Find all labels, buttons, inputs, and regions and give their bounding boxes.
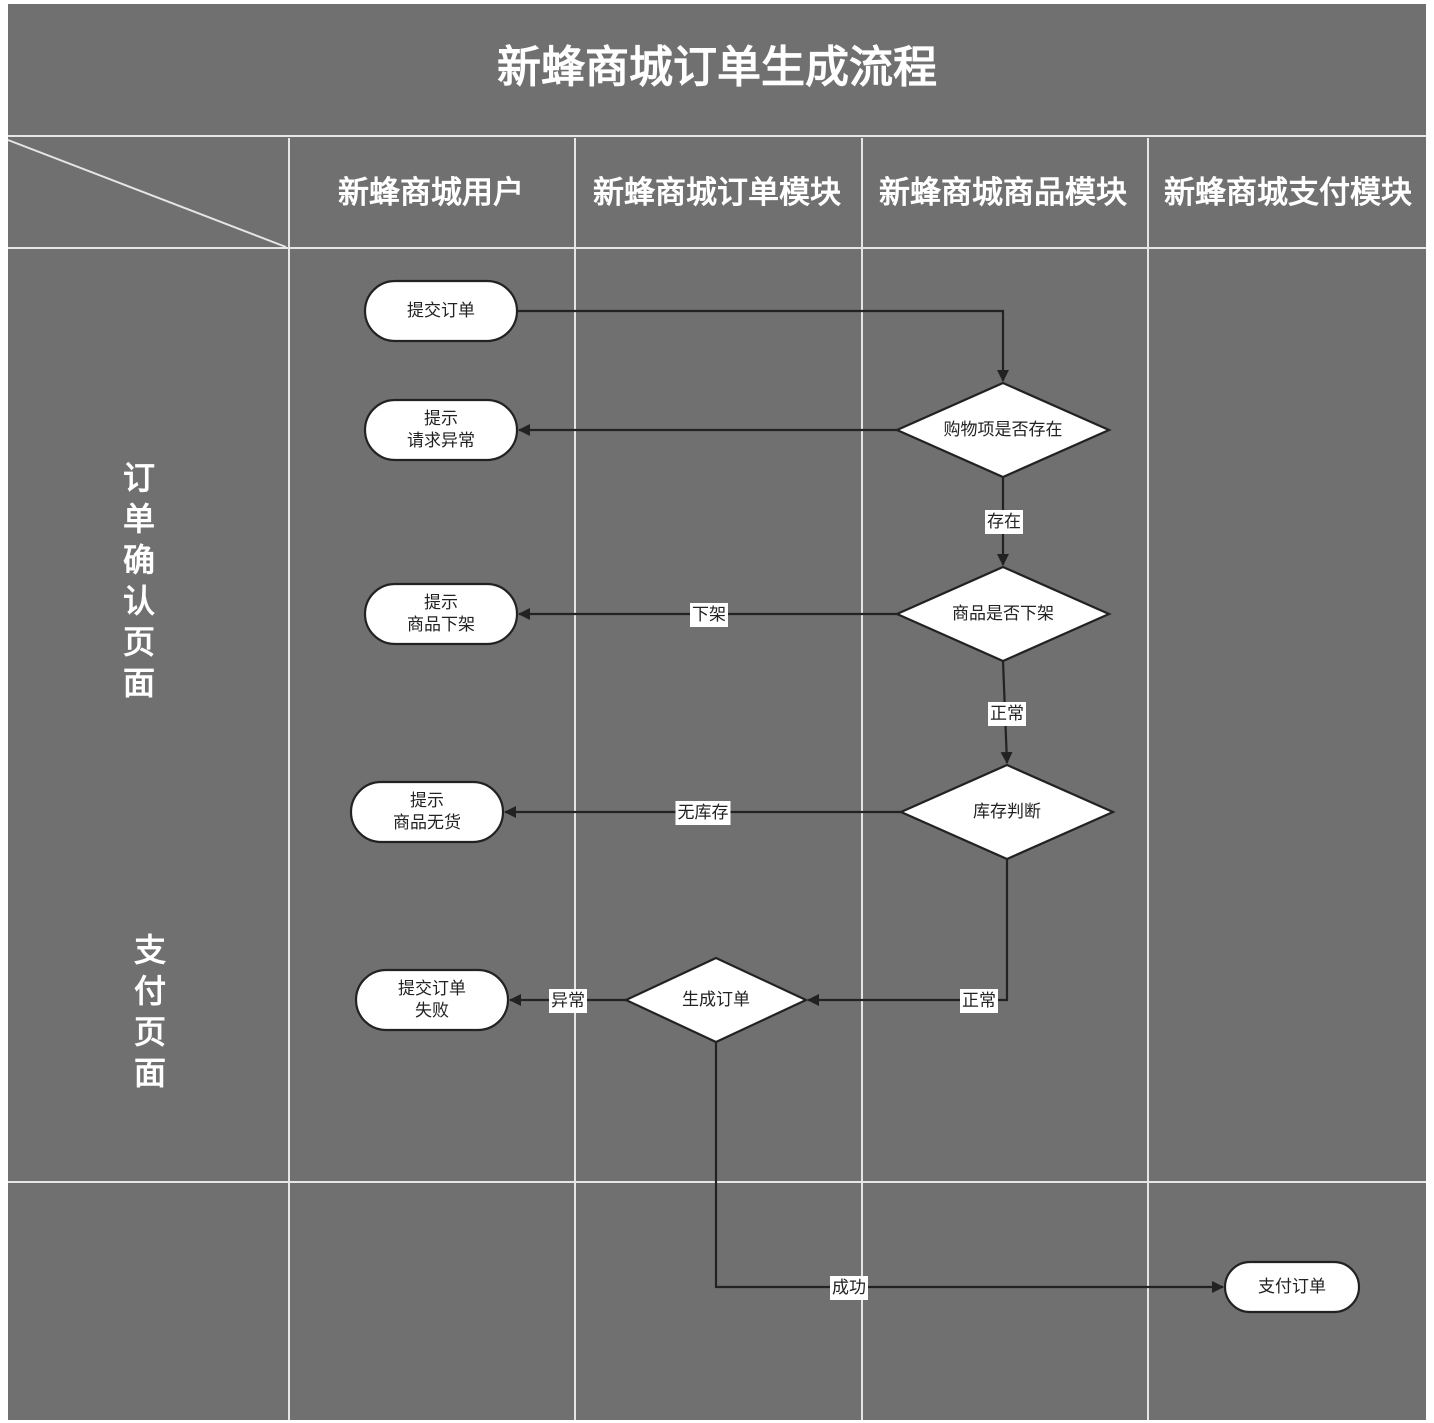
- node-label: 请求异常: [407, 431, 475, 451]
- edge-label: 无库存: [675, 801, 731, 825]
- decision-diamond: [623, 956, 809, 1044]
- terminal-rounded-box: [354, 968, 510, 1032]
- edge-label-text: 正常: [962, 991, 996, 1011]
- node-label: 支付订单: [1258, 1277, 1326, 1297]
- column-header-payment-module: 新蜂商城支付模块: [1164, 175, 1412, 211]
- node-label: 库存判断: [973, 802, 1041, 822]
- edge-label-text: 异常: [551, 991, 585, 1011]
- row-header-char: 确: [123, 541, 155, 579]
- edge-label-background: [988, 702, 1026, 726]
- terminal-rounded-box: [363, 279, 519, 343]
- corner-diagonal: [7, 139, 287, 248]
- diagram-title: 新蜂商城订单生成流程: [497, 42, 937, 93]
- nodes-layer: 提交订单提示请求异常购物项是否存在提示商品下架商品是否下架提示商品无货库存判断提…: [349, 279, 1361, 1314]
- row-header-char: 订: [123, 459, 155, 497]
- terminal-rounded-box: [363, 582, 519, 646]
- row-header-char: 面: [123, 664, 155, 702]
- node-submit-order: 提交订单: [363, 279, 519, 343]
- row-header-char: 页: [134, 1013, 166, 1051]
- row-header-char: 单: [123, 500, 155, 538]
- row-header-char: 支: [134, 931, 166, 969]
- column-headers: 新蜂商城用户 新蜂商城订单模块 新蜂商城商品模块 新蜂商城支付模块: [338, 175, 1412, 211]
- decision-diamond: [894, 381, 1112, 479]
- node-label: 提示: [424, 593, 458, 613]
- edge-label: 异常: [549, 989, 587, 1013]
- edge-label: 下架: [690, 603, 728, 627]
- terminal-rounded-box: [1223, 1260, 1361, 1314]
- edge-stock-check-to-generate-order: [807, 859, 1009, 1006]
- node-is-off-shelf: 商品是否下架: [894, 565, 1112, 663]
- edge-label: 正常: [988, 702, 1026, 726]
- node-label: 商品下架: [407, 615, 475, 635]
- edge-label: 正常: [960, 989, 998, 1013]
- terminal-rounded-box: [363, 398, 519, 462]
- edge-label-text: 成功: [832, 1278, 866, 1298]
- node-label: 提示: [424, 409, 458, 429]
- column-header-product-module: 新蜂商城商品模块: [879, 175, 1127, 211]
- edge-label-background: [960, 989, 998, 1013]
- edge-label-background: [985, 510, 1023, 534]
- column-header-order-module: 新蜂商城订单模块: [593, 175, 841, 211]
- node-cart-item-exists: 购物项是否存在: [894, 381, 1112, 479]
- node-label: 提交订单: [407, 301, 475, 321]
- decision-diamond: [894, 565, 1112, 663]
- edge-label: 成功: [830, 1276, 868, 1300]
- edge-label-background: [675, 801, 731, 825]
- node-generate-order: 生成订单: [623, 956, 809, 1044]
- node-label: 生成订单: [682, 990, 750, 1010]
- edge-generate-order-to-pay-order: [714, 1042, 1224, 1293]
- edge-label-background: [830, 1276, 868, 1300]
- edge-label-text: 无库存: [678, 803, 729, 823]
- node-label: 商品是否下架: [952, 604, 1054, 624]
- row-header-char: 认: [123, 582, 155, 620]
- node-label: 购物项是否存在: [944, 420, 1063, 440]
- edge-label-text: 下架: [692, 605, 726, 625]
- terminal-rounded-box: [349, 780, 505, 844]
- edge-label-text: 正常: [990, 704, 1024, 724]
- row-header-char: 面: [134, 1054, 166, 1092]
- edges-layer: [504, 309, 1224, 1293]
- node-label: 提示: [410, 791, 444, 811]
- node-stock-check: 库存判断: [898, 763, 1116, 861]
- row-header-char: 页: [123, 623, 155, 661]
- edge-label-text: 存在: [987, 512, 1021, 532]
- edge-label-background: [549, 989, 587, 1013]
- edge-label-background: [690, 603, 728, 627]
- column-header-user: 新蜂商城用户: [338, 175, 524, 211]
- row-header-char: 付: [134, 972, 166, 1010]
- edge-submit-order-to-cart-item-exists: [518, 309, 1009, 382]
- node-label: 提交订单: [398, 979, 466, 999]
- node-label: 失败: [415, 1001, 449, 1021]
- edge-label: 存在: [985, 510, 1023, 534]
- node-label: 商品无货: [393, 813, 461, 833]
- node-pay-order: 支付订单: [1223, 1260, 1361, 1314]
- decision-diamond: [898, 763, 1116, 861]
